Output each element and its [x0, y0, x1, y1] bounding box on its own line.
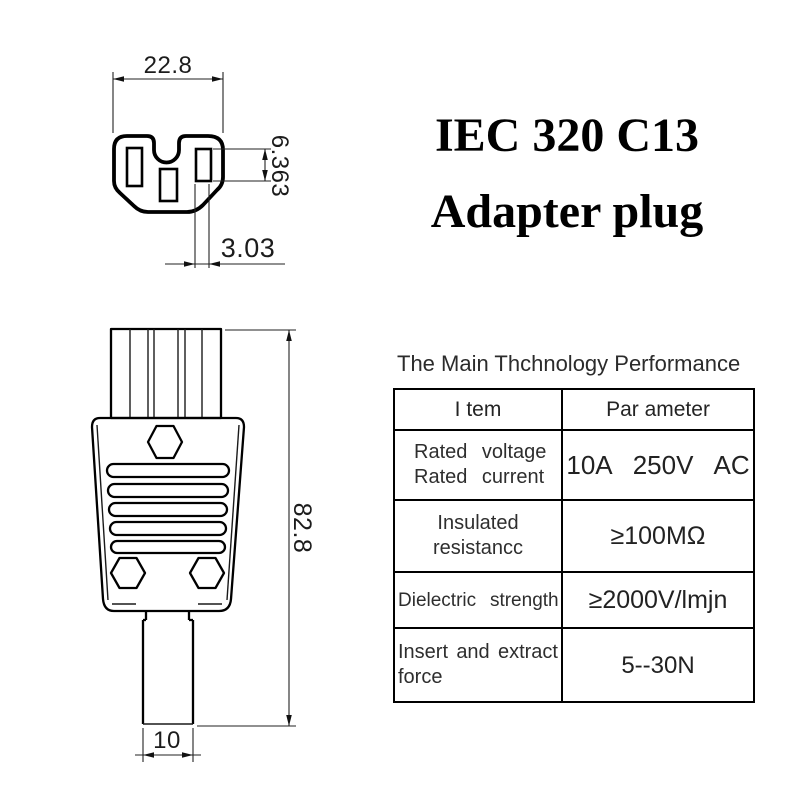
dimension-cable-width: 10 [135, 727, 201, 762]
plug-body-side-view: 82.8 10 [90, 327, 316, 762]
spec-row-rated-item: Rated voltage Rated current [395, 429, 561, 499]
bottom-right-screw-hexagon [188, 556, 226, 590]
spec-table-title: The Main Thchnology Performance [397, 351, 741, 376]
spec-table: I tem Par ameter Rated voltage Rated cur… [393, 388, 755, 703]
product-title-line1: IEC 320 C13 [434, 109, 700, 162]
product-title: IEC 320 C13 Adapter plug [396, 98, 738, 250]
dimension-overall-length: 82.8 [197, 329, 316, 727]
body-inner-edge-lines [96, 424, 240, 605]
right-pin-slot [194, 147, 213, 183]
dimension-label-face-width: 22.8 [144, 52, 193, 79]
connector-block [109, 327, 223, 420]
center-pin-slot [158, 167, 179, 203]
dimension-slot-height: 6.363 [213, 135, 293, 198]
dimension-label-slot-height: 6.363 [266, 135, 293, 198]
plug-face-outline [112, 134, 225, 214]
plug-body-shell [90, 416, 246, 613]
bottom-left-screw-hexagon [109, 556, 147, 590]
spec-row-dielectric-item: Dielectric strength [395, 571, 561, 627]
dimension-label-slot-width: 3.03 [221, 233, 276, 263]
left-pin-slot [125, 146, 144, 188]
spec-row-insulation-parameter: ≥100MΩ [561, 499, 753, 571]
connector-block-ribs [129, 329, 203, 418]
cable-strain-relief [143, 611, 193, 622]
column-header-item: I tem [454, 398, 502, 421]
dimension-label-overall-length: 82.8 [288, 503, 316, 554]
dimension-slot-width: 3.03 [165, 184, 285, 268]
dimension-label-cable-width: 10 [153, 727, 181, 754]
spec-row-force-item: Insert and extract force [395, 627, 561, 701]
dimension-face-width: 22.8 [112, 52, 224, 133]
top-screw-hexagon [146, 424, 184, 460]
plug-face-front-view: 22.8 6.363 3.03 [112, 52, 293, 268]
product-title-line2: Adapter plug [430, 185, 704, 238]
grip-ribs [105, 462, 231, 555]
spec-section: The Main Thchnology Performance I tem Pa… [393, 351, 755, 703]
spec-row-rated-parameter: 10A 250V AC [561, 429, 753, 499]
spec-row-force-parameter: 5--30N [561, 627, 753, 701]
spec-row-dielectric-parameter: ≥2000V/lmjn [561, 571, 753, 627]
spec-row-insulation-item: Insulated resistancc [395, 499, 561, 571]
cable [141, 620, 195, 725]
column-header-parameter: Par ameter [561, 390, 753, 429]
